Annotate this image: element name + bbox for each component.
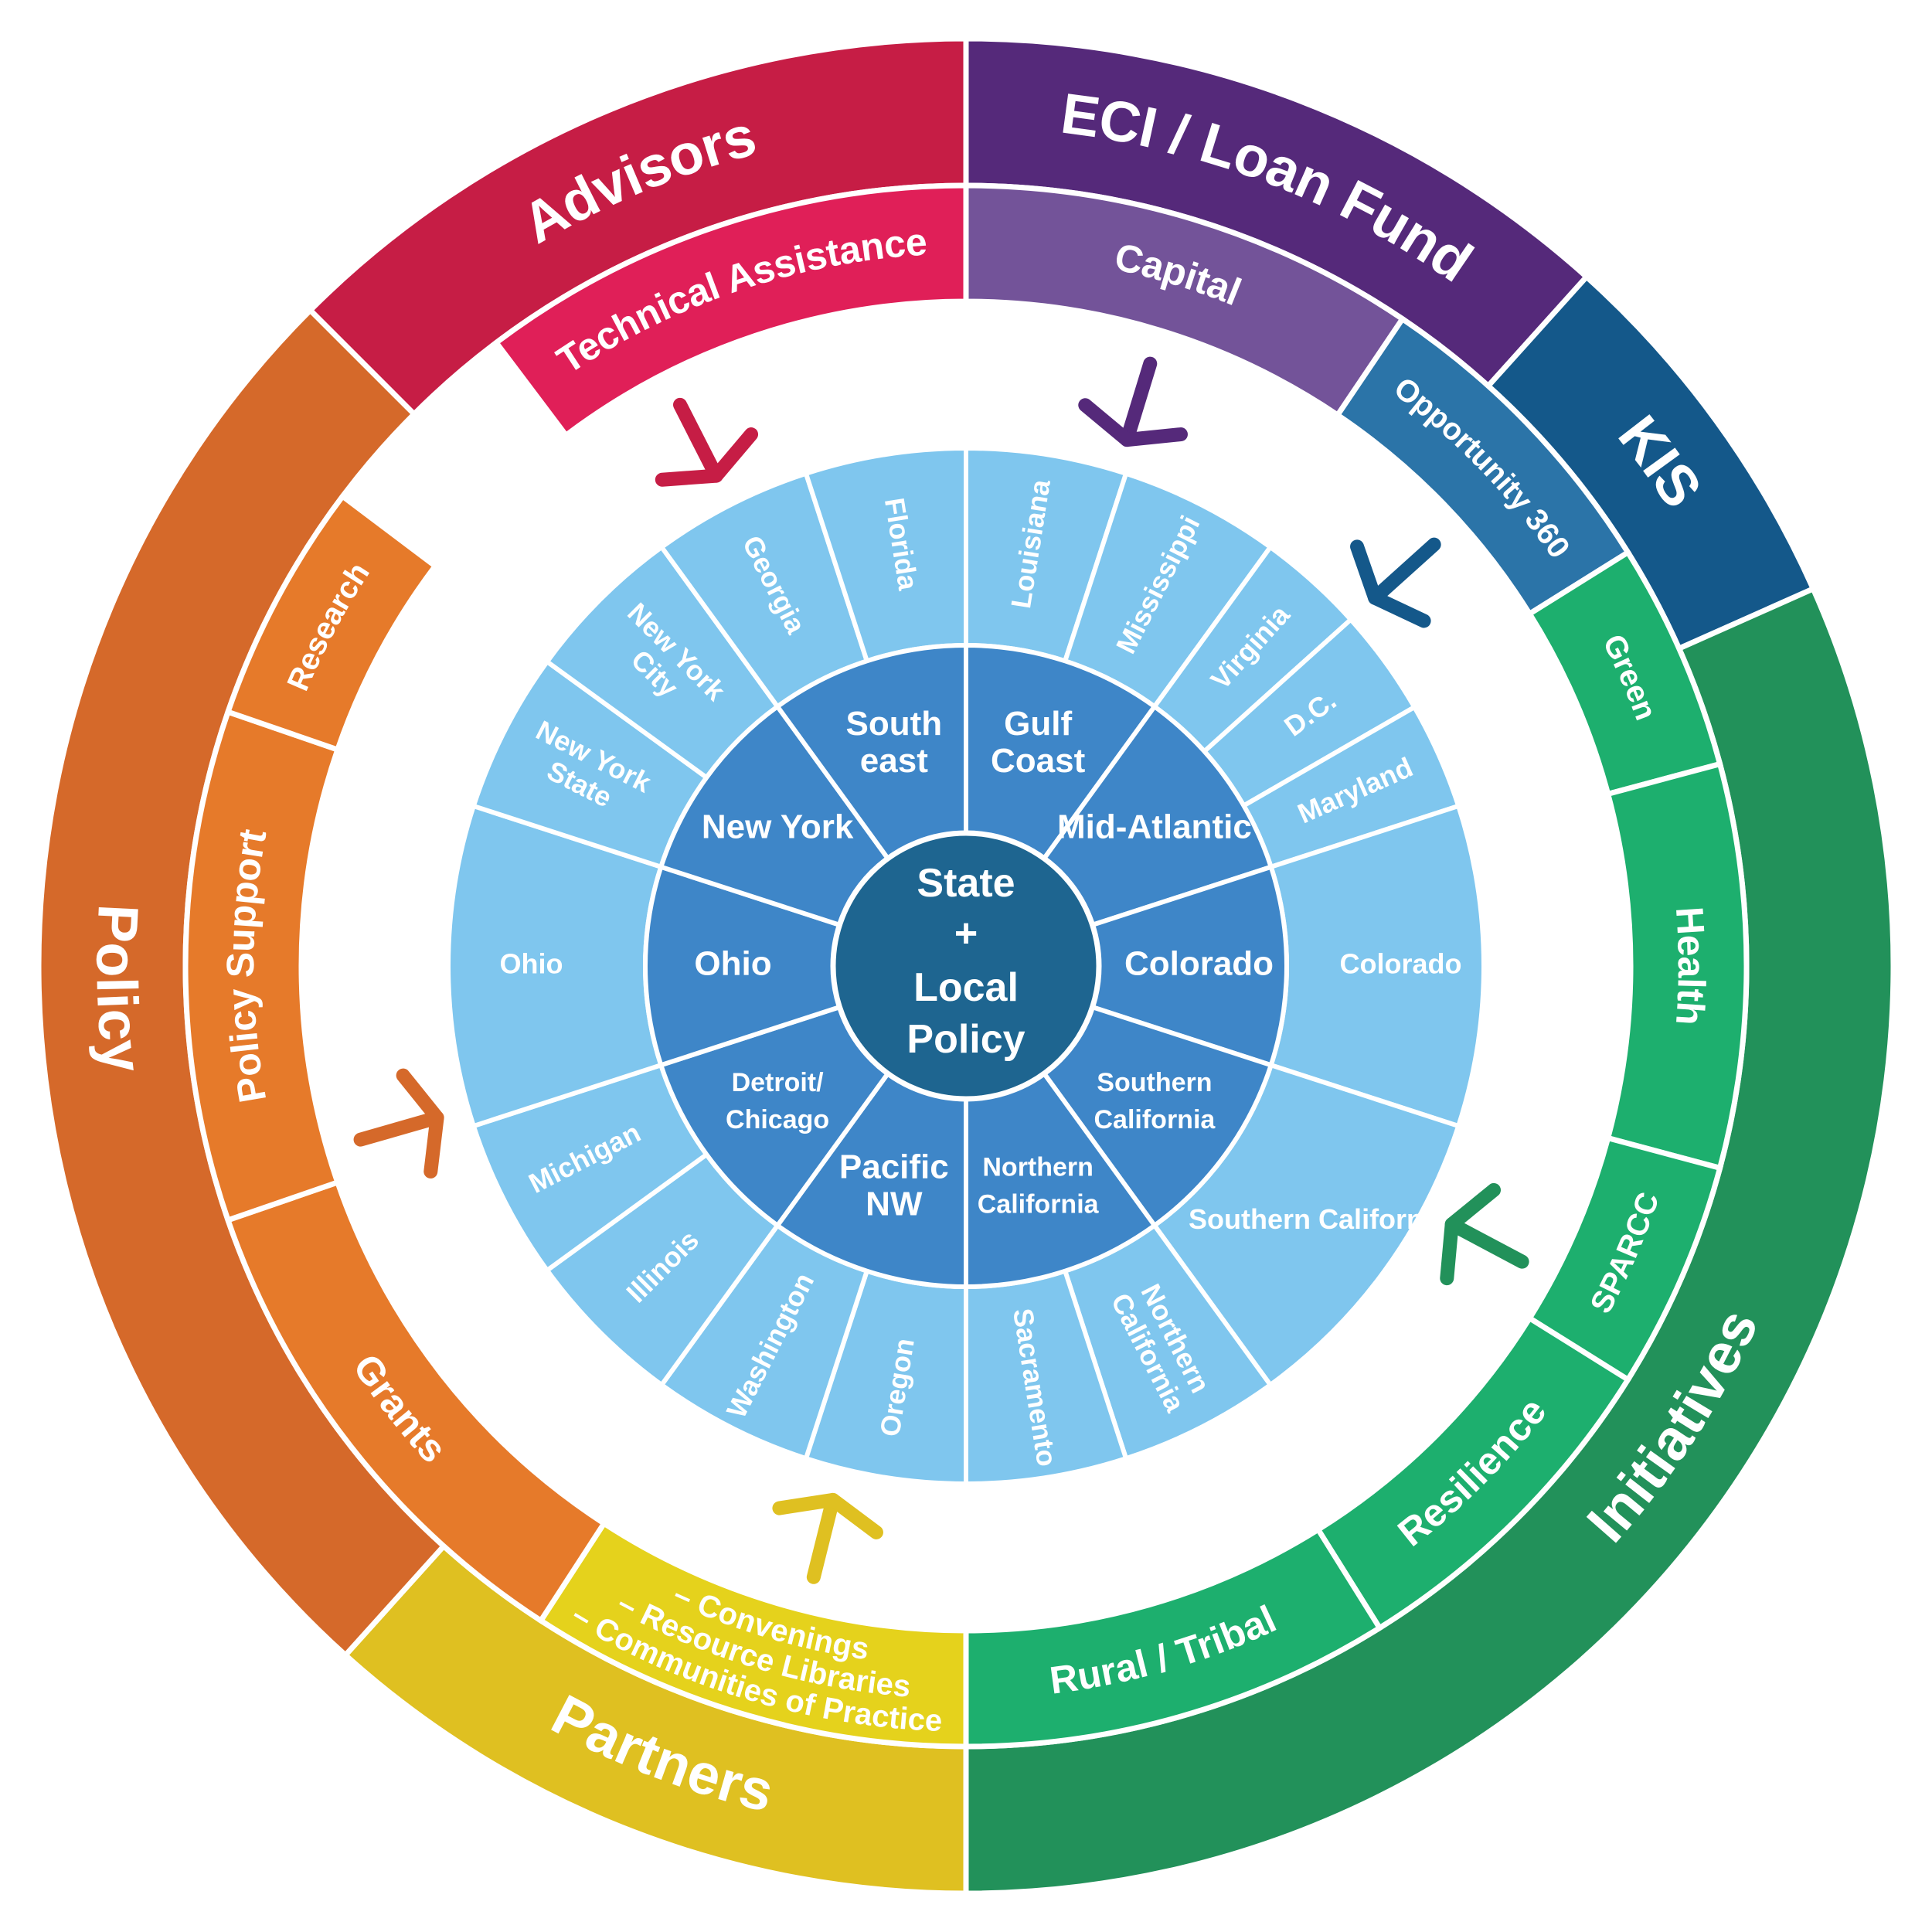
region-label-colorado: Colorado	[1124, 945, 1274, 983]
region-label-pacific-nw-line-2: NW	[866, 1185, 923, 1223]
outer-label-policy: Policy	[84, 903, 155, 1075]
arrow-policy-icon	[353, 1068, 444, 1179]
state-label-ohio: Ohio	[500, 948, 563, 980]
state-label-colorado: Colorado	[1340, 948, 1462, 980]
region-label-new-york: New York	[702, 808, 854, 845]
region-label-northern-california-line-1: Northern	[982, 1153, 1094, 1182]
region-label-southern-california-line-1: Southern	[1097, 1068, 1212, 1097]
hub: State + Local Policy	[830, 830, 1102, 1102]
region-label-gulf-coast-line-2: Coast	[991, 742, 1086, 780]
hub-line-3: Local	[913, 965, 1019, 1010]
arrow-initiatives-icon	[1440, 1182, 1529, 1286]
region-label-detroit-chicago-line-1: Detroit/	[732, 1068, 825, 1097]
region-label-gulf-coast-line-1: Gulf	[1004, 705, 1072, 743]
region-label-northern-california-line-2: California	[978, 1190, 1100, 1219]
region-label-south-east-line-1: South	[846, 705, 943, 743]
region-label-ohio: Ohio	[694, 945, 771, 983]
hub-circle	[830, 830, 1102, 1102]
arrow-kis-icon	[1350, 537, 1441, 628]
service-segment-research	[224, 492, 440, 753]
region-label-southern-california-line-2: California	[1094, 1105, 1216, 1134]
arrows	[353, 356, 1529, 1584]
hub-line-2: +	[954, 911, 978, 956]
hub-line-1: State	[917, 861, 1015, 906]
arrow-partners-icon	[772, 1492, 883, 1584]
state-label-southern-california: Southern California	[1189, 1203, 1447, 1235]
hub-line-4: Policy	[906, 1017, 1025, 1062]
region-ring: GulfCoastMid-AtlanticColoradoSouthernCal…	[643, 642, 1290, 1290]
arrow-eci-icon	[1078, 356, 1188, 447]
service-label-health: Health	[1668, 906, 1713, 1027]
region-label-mid-atlantic: Mid-Atlantic	[1057, 808, 1252, 845]
arrow-advisors-icon	[655, 397, 759, 487]
region-label-south-east-line-2: east	[860, 742, 928, 780]
region-label-pacific-nw-line-1: Pacific	[839, 1148, 949, 1185]
region-label-detroit-chicago-line-2: Chicago	[726, 1105, 829, 1134]
